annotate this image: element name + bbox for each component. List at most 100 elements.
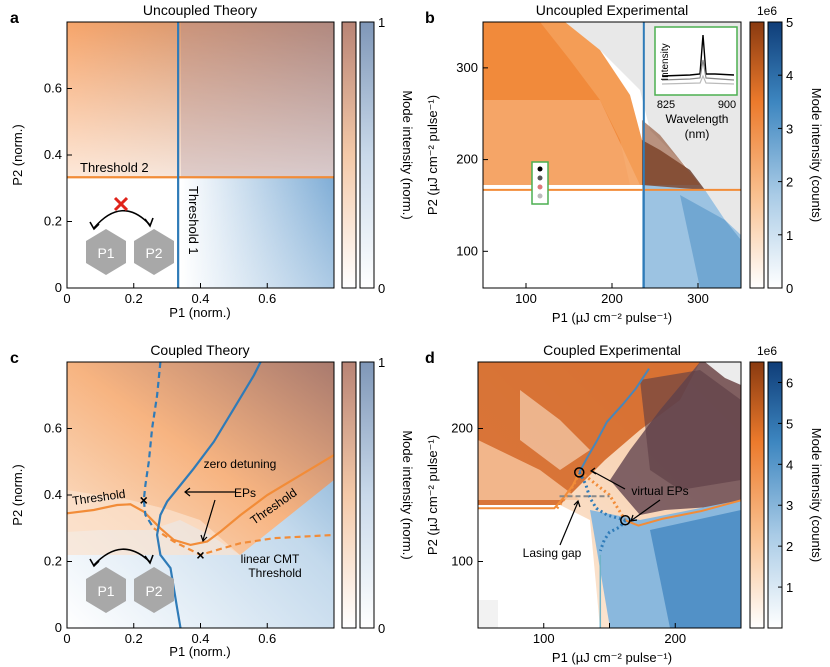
zero-detuning-eps: ×× [140,492,205,563]
p1-hexagon-icon [86,229,126,275]
y-tick-label: 0.2 [44,554,62,569]
panel-label-d: d [425,350,435,367]
x-tick-label: 300 [687,291,709,306]
linear-cmt-threshold-curve [153,527,335,557]
colorbar-tick-label: 1 [378,355,385,370]
panel-d-exponent: 1e6 [757,344,777,358]
y-tick-label: 0.4 [44,487,62,502]
x-tick-label: 0.4 [191,291,209,306]
panel-label-a: a [10,10,19,27]
resonator-icon-coupled: P1 P2 [86,548,174,613]
colorbar-tick-label: 4 [786,68,793,83]
panel-b-exponent: 1e6 [757,4,777,18]
panel-a-colorbar: 01 Mode intensity (norm.) [341,15,415,296]
virtual-ep-marker [620,515,631,526]
no-coupling-cross-icon [113,196,129,212]
linear-cmt-threshold-label: Threshold [248,566,301,580]
panel-c-colorbar: 0 1 Mode intensity (norm.) [341,355,415,636]
colorbar-tick-label: 0 [378,281,385,296]
panel-c-ylabel: P2 (norm.) [10,464,25,525]
x-tick-label: 0 [63,631,70,646]
x-tick-label: 0.6 [258,291,276,306]
panel-b-title: Uncoupled Experimental [536,2,689,18]
panel-a-colorbar-label: Mode intensity (norm.) [400,90,415,219]
colorbar-tick-label: 0 [378,621,385,636]
x-tick-label: 100 [515,291,537,306]
lasing-gap-orange-dotted [555,471,627,522]
panel-a-title: Uncoupled Theory [143,2,257,18]
y-tick-label: 200 [451,421,473,436]
sample-points-box [531,161,549,205]
x-tick-label: 0.6 [258,631,276,646]
y-tick-label: 0 [55,280,62,295]
resonator-icon-uncoupled: P1 P2 [86,196,174,275]
panel-b-xlabel: P1 (µJ cm⁻² pulse⁻¹) [552,310,672,325]
panel-d-ylabel: P2 (µJ cm⁻² pulse⁻¹) [425,435,440,555]
virtual-eps [574,467,631,526]
y-tick-label: 0.6 [44,421,62,436]
panel-d-title: Coupled Experimental [543,342,681,358]
virtual-ep-marker [574,467,585,478]
virtual-eps-label: virtual EPs [631,484,688,498]
panel-label-b: b [425,10,435,27]
ep-marker: × [140,492,148,508]
p1-hexagon-icon-coupled [86,567,126,613]
panel-a-heatmap [67,22,334,288]
colorbar-tick-label: 1 [786,228,793,243]
colorbar-tick-label: 2 [786,175,793,190]
colorbar-tick-label: 5 [786,416,793,431]
colorbar-tick-label: 5 [786,15,793,30]
lasing-gap-blue-dotted [577,471,627,552]
y-tick-label: 0.2 [44,214,62,229]
threshold-2-label: Threshold 2 [80,160,149,175]
inset-xlabel-2: (nm) [685,127,710,141]
p2-label: P2 [145,245,162,261]
x-tick-label: 0.2 [125,291,143,306]
y-tick-label: 0.4 [44,147,62,162]
colorbar-tick-label: 1 [786,580,793,595]
p2-hexagon-icon [134,229,174,275]
inset-xtick-0: 825 [657,99,675,111]
p2-label-coupled: P2 [145,583,162,599]
panel-c-xlabel: P1 (norm.) [169,644,230,659]
panel-b-ylabel: P2 (µJ cm⁻² pulse⁻¹) [425,95,440,215]
threshold-curve [66,454,335,547]
x-tick-label: 0.2 [125,631,143,646]
panel-c-title: Coupled Theory [150,342,249,358]
panel-d-heatmap [478,362,741,628]
panel-label-c: c [10,350,19,367]
panel-b-heatmap [483,22,741,288]
lasing-gap-label: Lasing gap [523,546,582,560]
x-tick-label: 100 [533,631,555,646]
x-tick-label: 200 [664,631,686,646]
p1-label-coupled: P1 [97,583,114,599]
x-tick-label: 200 [601,291,623,306]
panel-b-colorbar-label: Mode intensity (counts) [809,88,824,222]
zero-detuning-label: zero detuning [204,457,277,471]
y-tick-label: 0.6 [44,81,62,96]
x-tick-label: 0.4 [191,631,209,646]
panel-d-colorbar-label: Mode intensity (counts) [809,428,824,562]
x-tick-label: 0 [63,291,70,306]
linear-cmt-label: linear CMT [241,552,300,566]
threshold-curve-blue-dashed [142,361,162,529]
threshold-1-label: Threshold 1 [186,186,201,255]
panel-a-ylabel: P2 (norm.) [10,124,25,185]
inset-ylabel: Intensity [660,43,671,80]
threshold-curve-exp [478,471,742,527]
colorbar-tick-label: 4 [786,457,793,472]
inset-xtick-1: 900 [718,99,736,111]
panel-c-colorbar-label: Mode intensity (norm.) [400,430,415,559]
panel-a-xlabel: P1 (norm.) [169,305,230,320]
y-tick-label: 100 [456,243,478,258]
panel-a: 0 0.2 0.4 0.6 0 0.2 0.4 0.6 Uncoupled Theory P1… [10,2,415,320]
ep-marker: × [196,547,204,563]
